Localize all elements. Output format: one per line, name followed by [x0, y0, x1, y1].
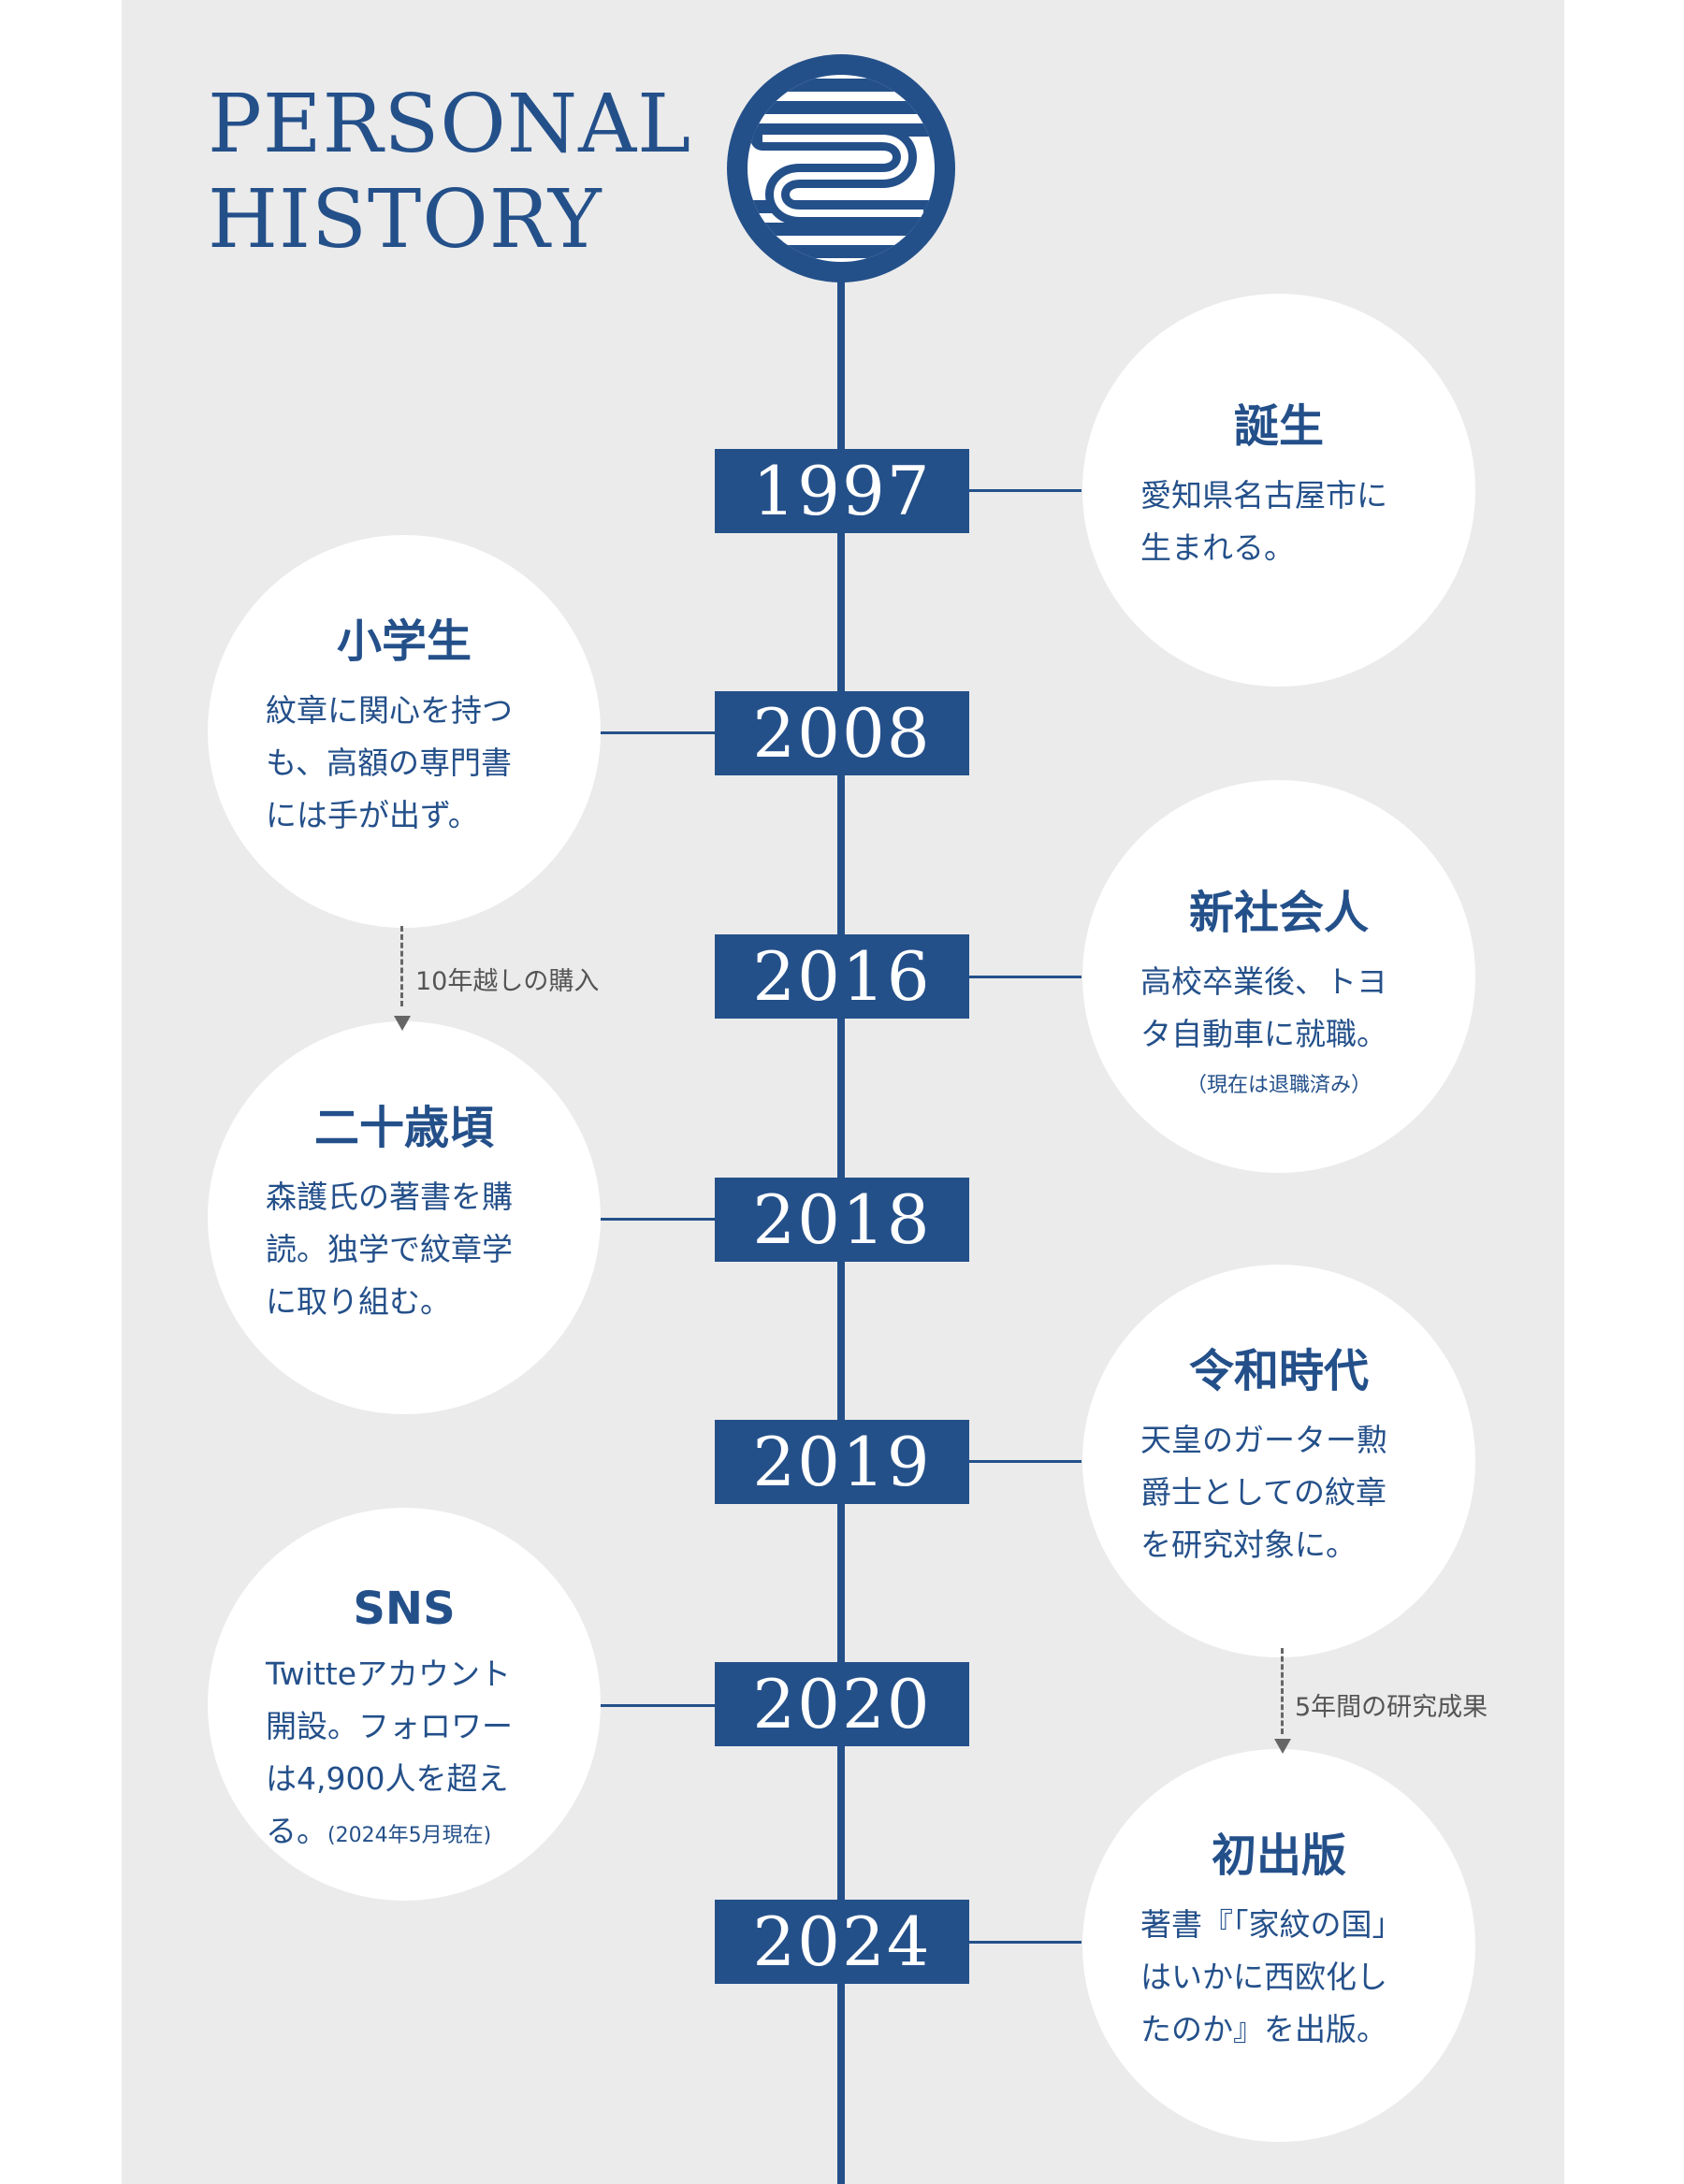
event-text-line: 読。独学で紋章学: [266, 1231, 513, 1267]
event-card-2024: 初出版 著書『「家紋の国」 はいかに西欧化し たのか』を出版。: [1082, 1749, 1475, 2142]
connector-2018: [599, 1218, 715, 1221]
event-text-line: 生まれる。: [1140, 529, 1295, 566]
title-line-1: PERSONAL: [208, 78, 692, 171]
connector-2024: [969, 1941, 1082, 1944]
event-text: 森護氏の著書を購 読。独学で紋章学 に取り組む。: [266, 1171, 565, 1328]
event-card-2008: 小学生 紋章に関心を持つ も、高額の専門書 には手が出ず。: [208, 535, 601, 928]
event-text-line-end: る。: [266, 1813, 327, 1849]
event-text-line: る。(2024年5月現在): [266, 1805, 565, 1862]
event-text-line: 高校卒業後、トヨ: [1140, 963, 1387, 1000]
event-text-line: たのか』を出版。: [1140, 2011, 1387, 2047]
connector-2016: [969, 976, 1082, 978]
event-text-line: を研究対象に。: [1140, 1526, 1357, 1563]
event-heading: SNS: [353, 1583, 456, 1635]
event-text-line: 愛知県名古屋市に: [1140, 477, 1387, 513]
event-card-2018: 二十歳頃 森護氏の著書を購 読。独学で紋章学 に取り組む。: [208, 1021, 601, 1414]
event-heading: 誕生: [1233, 400, 1324, 453]
event-text-line: 天皇のガーター勲: [1140, 1422, 1387, 1458]
event-text: 紋章に関心を持つ も、高額の専門書 には手が出ず。: [266, 685, 565, 842]
title-line-2: HISTORY: [208, 173, 602, 267]
connector-2008: [599, 731, 715, 734]
event-text: 天皇のガーター勲 爵士としての紋章 を研究対象に。: [1140, 1414, 1440, 1571]
event-text-line: タ自動車に就職。: [1140, 1016, 1387, 1052]
event-text-line: 開設。フォロワー: [266, 1708, 513, 1744]
event-text-line: も、高額の専門書: [266, 745, 513, 781]
event-text-line: 爵士としての紋章: [1140, 1474, 1387, 1511]
year-badge-1997: 1997: [715, 449, 969, 533]
arrow-line-2019-2024: [1281, 1648, 1284, 1734]
monogram-emblem-icon: [727, 54, 955, 282]
year-badge-2008: 2008: [715, 691, 969, 775]
year-badge-2024: 2024: [715, 1900, 969, 1984]
page-title: PERSONAL HISTORY: [208, 77, 691, 268]
year-badge-2020: 2020: [715, 1662, 969, 1746]
event-text-line: はいかに西欧化し: [1140, 1959, 1387, 1995]
arrow-down-icon: [1274, 1739, 1291, 1754]
connector-2019: [969, 1460, 1082, 1463]
event-card-1997: 誕生 愛知県名古屋市に 生まれる。: [1082, 294, 1475, 687]
event-note: (2024年5月現在): [327, 1824, 492, 1847]
event-heading: 令和時代: [1188, 1345, 1369, 1397]
event-card-2020: SNS Twitteアカウント 開設。フォロワー は4,900人を超え る。(2…: [208, 1508, 601, 1901]
connector-1997: [969, 489, 1082, 492]
arrow-label: 5年間の研究成果: [1295, 1693, 1488, 1722]
arrow-line-2008-2018: [400, 926, 403, 1006]
event-text: 愛知県名古屋市に 生まれる。: [1140, 470, 1440, 574]
event-text-line: 森護氏の著書を購: [266, 1179, 513, 1215]
event-text: 著書『「家紋の国」 はいかに西欧化し たのか』を出版。: [1140, 1899, 1440, 2056]
event-text-line: 紋章に関心を持つ: [266, 692, 513, 729]
event-heading: 小学生: [336, 615, 472, 668]
event-text-line: は4,900人を超え: [266, 1760, 509, 1797]
event-card-2019: 令和時代 天皇のガーター勲 爵士としての紋章 を研究対象に。: [1082, 1265, 1475, 1657]
event-heading: 初出版: [1211, 1830, 1346, 1882]
arrow-down-icon: [394, 1016, 411, 1031]
event-heading: 二十歳頃: [313, 1102, 494, 1154]
year-badge-2016: 2016: [715, 934, 969, 1019]
event-heading: 新社会人: [1188, 887, 1369, 939]
event-text-line: 著書『「家紋の国」: [1140, 1906, 1403, 1943]
arrow-label: 10年越しの購入: [415, 967, 600, 996]
event-text-line: には手が出ず。: [266, 797, 479, 833]
year-badge-2019: 2019: [715, 1420, 969, 1504]
event-card-2016: 新社会人 高校卒業後、トヨ タ自動車に就職。 （現在は退職済み）: [1082, 780, 1475, 1173]
event-text: 高校卒業後、トヨ タ自動車に就職。: [1140, 956, 1440, 1061]
event-text-line: Twitteアカウント: [266, 1656, 512, 1692]
year-badge-2018: 2018: [715, 1178, 969, 1262]
event-text-line: に取り組む。: [266, 1283, 451, 1320]
connector-2020: [599, 1704, 715, 1707]
event-note: （現在は退職済み）: [1185, 1074, 1372, 1097]
event-text: Twitteアカウント 開設。フォロワー は4,900人を超え る。(2024年…: [266, 1648, 565, 1862]
